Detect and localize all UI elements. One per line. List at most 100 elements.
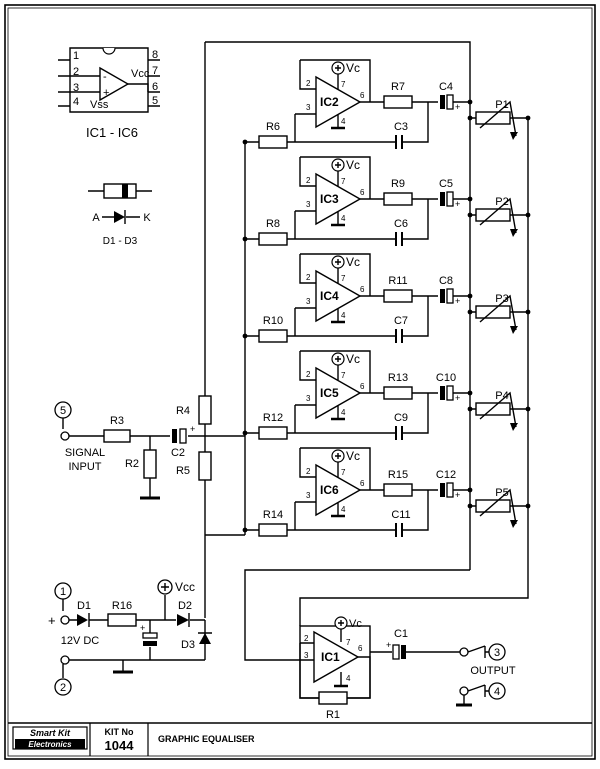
terminal-4-label: 4: [494, 686, 500, 698]
r5-label: R5: [176, 465, 190, 477]
resistor-r1: [318, 691, 348, 705]
potentiometer: [475, 499, 511, 513]
opamp-ic2: [315, 75, 362, 129]
pin-4-label: 4: [73, 96, 79, 108]
terminal-1-label: 1: [60, 586, 66, 598]
r16-label: R16: [112, 600, 132, 612]
pinout-plus: +: [103, 87, 109, 99]
r-top-label: R11: [388, 275, 407, 287]
ic1-pin3: 3: [304, 651, 309, 660]
cathode-label: K: [143, 212, 151, 224]
pinout-vcc-label: Vcc: [131, 68, 150, 80]
pot-label: P1: [495, 99, 508, 111]
r-in-label: R6: [266, 121, 280, 133]
c2-label: C2: [171, 447, 185, 459]
ic1-pin2: 2: [304, 634, 309, 643]
c1-label: C1: [394, 628, 408, 640]
pin6-label: 6: [360, 285, 365, 294]
pin2-label: 2: [306, 370, 311, 379]
vc-label: Vc: [346, 352, 360, 366]
resistor-top: [383, 386, 413, 400]
r2-label: R2: [125, 458, 139, 470]
resistor-input: [258, 426, 288, 440]
ic-label: IC3: [320, 192, 339, 206]
pinout-vss-label: Vss: [90, 99, 109, 111]
c-top-label: C4: [439, 81, 453, 93]
pin-7-label: 7: [152, 65, 158, 77]
vc-label: Vc: [346, 61, 360, 75]
opamp-ic6: [315, 463, 362, 517]
resistor-top: [383, 483, 413, 497]
resistor-top: [383, 192, 413, 206]
r-top-label: R7: [391, 81, 405, 93]
c-bot-label: C3: [394, 121, 408, 133]
pin-3-label: 3: [73, 82, 79, 94]
c-top-label: C12: [436, 469, 456, 481]
vc-label: Vc: [346, 255, 360, 269]
ic1-label: IC1: [321, 650, 340, 664]
resistor-r5: [198, 451, 212, 481]
output-section: Vc IC1 2 3 7 4 6 R1 + C1 3 OUTPUT 4: [299, 616, 516, 721]
pin6-label: 6: [360, 382, 365, 391]
pin7-label: 7: [341, 371, 346, 380]
diode-caption: D1 - D3: [103, 236, 138, 247]
pin6-label: 6: [360, 479, 365, 488]
pin7-label: 7: [341, 468, 346, 477]
r-in-label: R12: [263, 412, 283, 424]
pin-6-label: 6: [152, 81, 158, 93]
terminal-5-label: 5: [60, 405, 66, 417]
pinout-minus: -: [103, 71, 107, 83]
ic-label: IC2: [320, 95, 339, 109]
supply-label: 12V DC: [61, 635, 100, 647]
terminal-2-label: 2: [60, 682, 66, 694]
pin4-label: 4: [341, 311, 346, 320]
pin4-label: 4: [341, 408, 346, 417]
signal-label: SIGNAL: [65, 447, 105, 459]
diode-legend: A K D1 - D3: [88, 183, 152, 247]
c-bot-label: C6: [394, 218, 408, 230]
resistor-r4: [198, 395, 212, 425]
pin2-label: 2: [306, 467, 311, 476]
ic-label: IC5: [320, 386, 339, 400]
c-top-label: C10: [436, 372, 456, 384]
anode-label: A: [92, 212, 100, 224]
resistor-top: [383, 289, 413, 303]
cap-plus: +: [140, 623, 145, 633]
pin7-label: 7: [341, 177, 346, 186]
c-bot-label: C7: [394, 315, 408, 327]
pin2-label: 2: [306, 273, 311, 282]
ic1-opamp: [313, 630, 360, 684]
sheet-title: GRAPHIC EQUALISER: [158, 734, 255, 744]
ic1-pin4: 4: [346, 674, 351, 683]
ic-label: IC4: [320, 289, 339, 303]
pot-label: P2: [495, 196, 508, 208]
cap-plus: +: [455, 393, 460, 403]
pin2-label: 2: [306, 79, 311, 88]
ic1-vc: Vc: [349, 618, 362, 630]
sheet-inner-border: [7, 7, 593, 757]
output-label: OUTPUT: [470, 665, 516, 677]
ic1-pin7: 7: [346, 638, 351, 647]
pin4-label: 4: [341, 505, 346, 514]
terminal-3-label: 3: [494, 647, 500, 659]
r-top-label: R13: [388, 372, 408, 384]
cap-plus: +: [455, 199, 460, 209]
ic1-pin6: 6: [358, 644, 363, 653]
ic-label: IC6: [320, 483, 339, 497]
potentiometer: [475, 305, 511, 319]
cap-plus: +: [455, 490, 460, 500]
vc-label: Vc: [346, 158, 360, 172]
pin3-label: 3: [306, 297, 311, 306]
pin2-label: 2: [306, 176, 311, 185]
d2-label: D2: [178, 600, 192, 612]
sheet-border: [4, 4, 596, 760]
resistor-top: [383, 95, 413, 109]
power-plus: +: [48, 613, 56, 628]
resistor-r3: [103, 429, 131, 443]
